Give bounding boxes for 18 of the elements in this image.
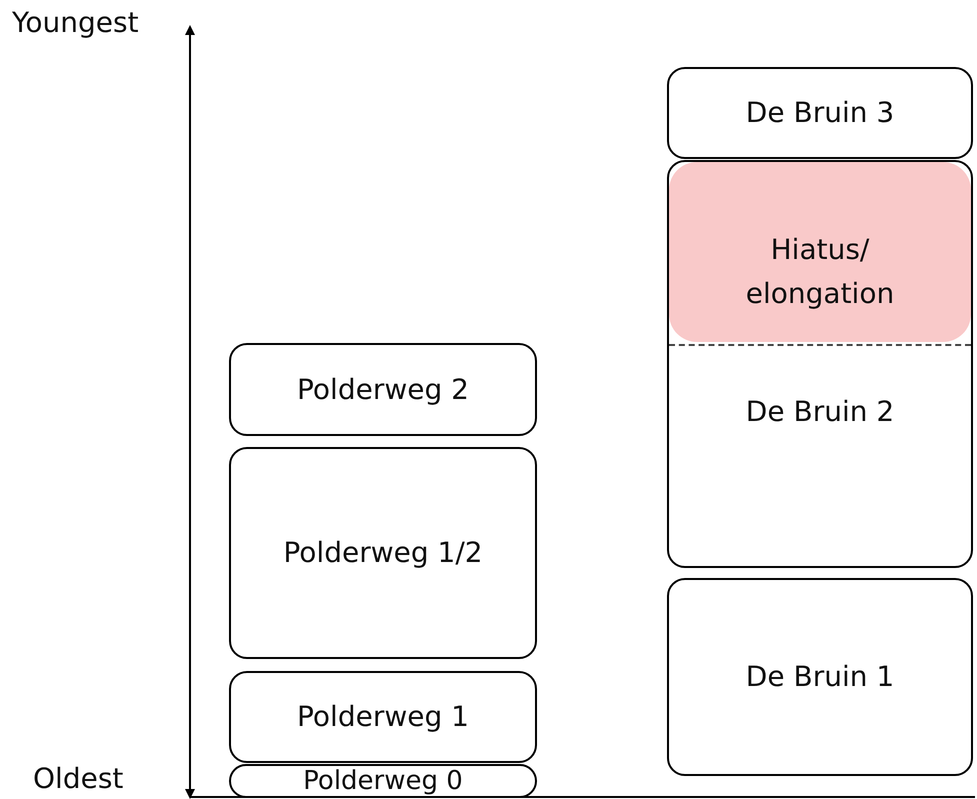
layer-label: Polderweg 1 bbox=[296, 699, 470, 735]
layer-label: De Bruin 1 bbox=[744, 659, 896, 695]
axis-label: Youngest bbox=[12, 6, 139, 39]
layer-box bbox=[667, 160, 973, 568]
layer-label: Polderweg 1/2 bbox=[282, 535, 484, 571]
layer-box bbox=[229, 447, 537, 659]
layer-label: Polderweg 0 bbox=[302, 766, 464, 796]
layer-box bbox=[229, 764, 537, 798]
hiatus-band bbox=[669, 162, 971, 342]
layer-box bbox=[229, 671, 537, 763]
layer-box bbox=[229, 343, 537, 436]
layer-label: Polderweg 2 bbox=[296, 372, 470, 408]
layer-label: Hiatus/ elongation bbox=[744, 232, 896, 312]
axis-label: Oldest bbox=[33, 762, 124, 795]
layer-label: De Bruin 2 bbox=[744, 394, 896, 430]
layer-box bbox=[667, 578, 973, 776]
layer-box bbox=[667, 67, 973, 159]
layer-label: De Bruin 3 bbox=[744, 95, 896, 131]
